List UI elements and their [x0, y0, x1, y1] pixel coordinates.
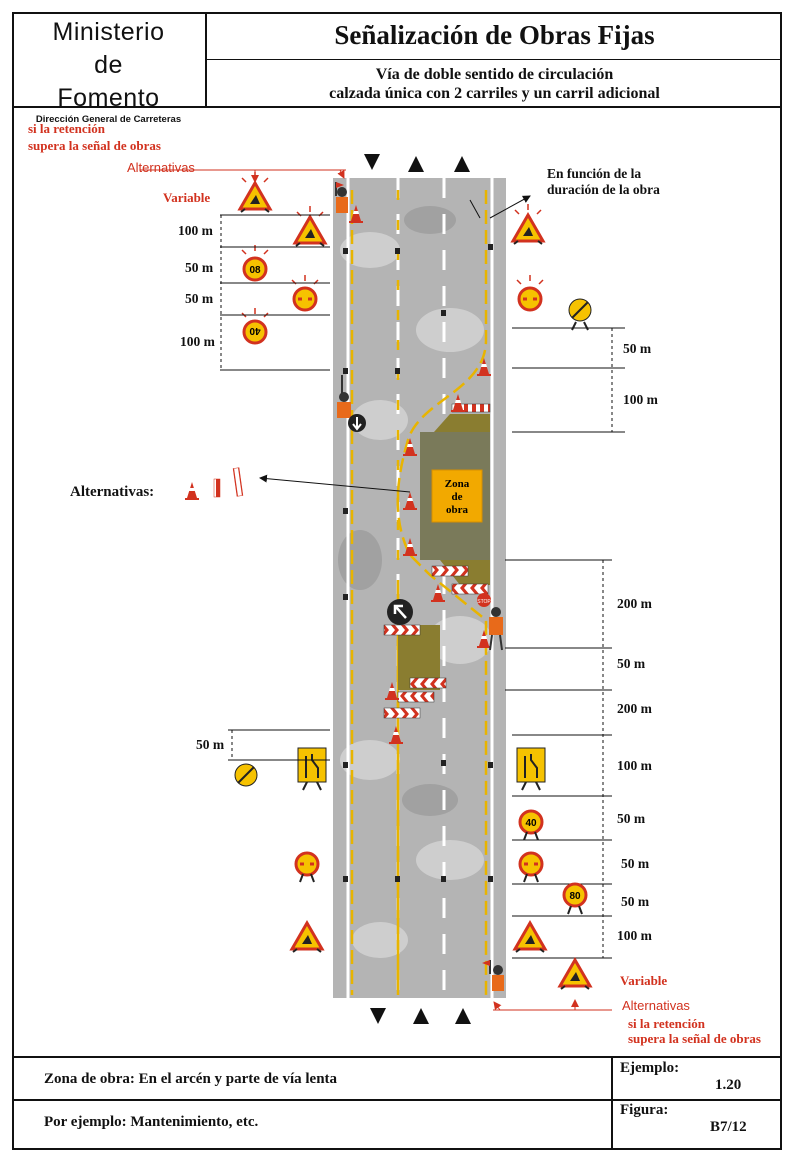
dist-lower-right-7: 50 m: [621, 894, 650, 909]
svg-text:08: 08: [249, 265, 261, 276]
zone-label-1: Zona: [445, 478, 470, 490]
right-warning-sign: [511, 204, 545, 246]
footer-zone-desc: Zona de obra: En el arcén y parte de vía…: [44, 1071, 338, 1087]
dist-top-right-2: 100 m: [623, 392, 658, 407]
left-end-restriction-sign: [234, 763, 258, 787]
dist-top-left-2: 50 m: [185, 260, 214, 275]
retention-top-1: si la retención: [28, 121, 106, 136]
variable-bottom: Variable: [620, 973, 668, 988]
variable-top: Variable: [163, 190, 211, 205]
dist-top-left-4: 100 m: [180, 334, 215, 349]
dist-lower-left: 50 m: [196, 737, 225, 752]
right-warning-variable-sign-lower: [558, 958, 592, 991]
subtitle-line2: calzada única con 2 carriles y un carril…: [329, 85, 660, 102]
left-speed-sign-80: 08: [241, 245, 269, 282]
alternativas-top: Alternativas: [127, 160, 195, 175]
dist-lower-right-5: 50 m: [617, 811, 646, 826]
right-no-overtake-sign: [516, 275, 544, 312]
ministry-logo-block: Ministerio de Fomento Dirección General …: [12, 12, 207, 125]
right-no-overtake-sign-lower: [518, 851, 544, 883]
note-line2: duración de la obra: [547, 182, 660, 197]
page-title: Señalización de Obras Fijas: [207, 12, 782, 60]
figura-value: B7/12: [710, 1119, 747, 1135]
flagger-mid: [337, 375, 351, 418]
footer-example-desc: Por ejemplo: Mantenimiento, etc.: [44, 1114, 259, 1130]
stop-paddle: [477, 593, 491, 607]
dist-lower-right-4: 100 m: [617, 758, 652, 773]
left-warning-sign-100: [293, 206, 327, 248]
ministry-line3: Fomento: [57, 84, 160, 112]
dist-lower-right-6: 50 m: [621, 856, 650, 871]
zone-label-3: obra: [446, 504, 469, 516]
dist-lower-right-8: 100 m: [617, 928, 652, 943]
dist-lower-right-2: 50 m: [617, 656, 646, 671]
alternativas-bottom: Alternativas: [622, 998, 690, 1013]
retention-top-2: supera la señal de obras: [28, 138, 161, 153]
svg-text:40: 40: [249, 325, 261, 336]
retention-bottom-1: si la retención: [628, 1016, 706, 1031]
directorate: Dirección General de Carreteras: [35, 114, 182, 125]
subtitle-line1: Vía de doble sentido de circulación: [375, 66, 614, 83]
stop-text: STOP: [477, 599, 491, 605]
dist-lower-right-3: 200 m: [617, 701, 652, 716]
left-speed-sign-40: 40: [241, 308, 269, 345]
left-no-overtake-sign: [291, 275, 319, 312]
right-speed-sign-40: 40: [518, 809, 544, 841]
dist-top-right-1: 50 m: [623, 341, 652, 356]
svg-text:40: 40: [525, 818, 537, 829]
flagger-bottom: [482, 960, 504, 991]
right-speed-sign-80: 80: [562, 882, 588, 915]
left-no-overtake-sign-lower: [294, 851, 320, 883]
ministry-line1: Ministerio: [52, 18, 165, 46]
left-warning-sign-lower: [290, 921, 324, 954]
retention-bottom-2: supera la señal de obras: [628, 1031, 761, 1046]
ejemplo-label: Ejemplo:: [620, 1060, 680, 1076]
ministry-line2: de: [94, 51, 123, 79]
flagger-stop: [489, 607, 503, 651]
ejemplo-value: 1.20: [715, 1077, 742, 1093]
figura-label: Figura:: [620, 1102, 669, 1118]
page-subtitle: Vía de doble sentido de circulación calz…: [207, 60, 782, 108]
right-lane-shift-sign: [516, 747, 546, 791]
dist-lower-right-1: 200 m: [617, 596, 652, 611]
svg-text:80: 80: [569, 891, 581, 902]
zone-label-2: de: [452, 491, 463, 503]
alternativas-middle: Alternativas:: [70, 484, 155, 500]
left-lane-shift-sign: [297, 747, 327, 791]
right-warning-sign-lower: [513, 921, 547, 954]
flagger-top: [335, 182, 348, 213]
right-end-restriction-sign: [568, 298, 592, 331]
dist-top-left-3: 50 m: [185, 291, 214, 306]
note-line1: En función de la: [547, 166, 642, 181]
dist-top-left-1: 100 m: [178, 223, 213, 238]
